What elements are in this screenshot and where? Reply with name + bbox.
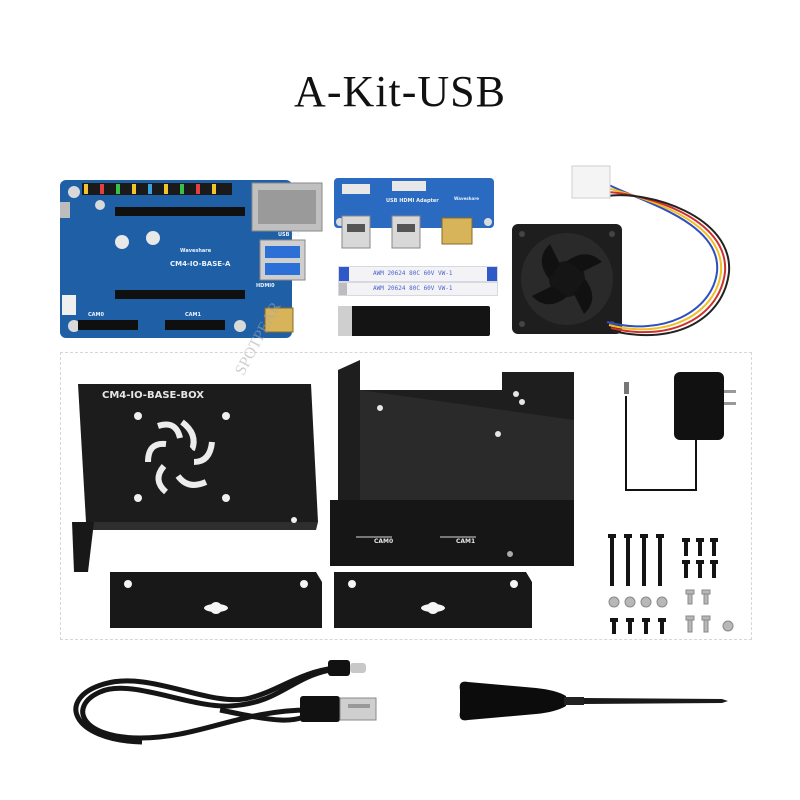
mounting-bracket-left <box>110 572 322 628</box>
ffc-cable-2: AWM 20624 80C 60V VW-1 <box>338 282 498 296</box>
product-title: A-Kit-USB <box>294 67 506 116</box>
fan-icon <box>512 165 731 336</box>
ffc-cable-2-print: AWM 20624 80C 60V VW-1 <box>373 285 453 292</box>
board-cam0-label: CAM0 <box>88 312 104 318</box>
case-body-image <box>330 360 574 566</box>
ffc-cable-1: AWM 20624 80C 60V VW-1 <box>338 266 498 282</box>
mounting-bracket-right <box>334 572 532 628</box>
screw-set <box>600 534 750 640</box>
board-usb-label: USB 1/2 <box>278 232 300 238</box>
case-lid-label: CM4-IO-BASE-BOX <box>102 390 204 401</box>
board-cam1-label: CAM1 <box>185 312 201 318</box>
usb-hdmi-adapter: USB HDMI Adapter Waveshare <box>334 178 494 250</box>
power-adapter-icon <box>624 372 736 491</box>
case-parts-frame <box>60 352 752 640</box>
case-lid-image <box>72 384 318 572</box>
ffc-cable-1-print: AWM 20624 80C 60V VW-1 <box>373 270 453 277</box>
usb-cable-icon <box>73 660 377 745</box>
cooling-fan <box>512 162 757 342</box>
case-body: CAM0 CAM1 <box>330 360 580 572</box>
screwdriver-icon <box>459 681 728 721</box>
adapter-name-label: USB HDMI Adapter <box>386 198 439 204</box>
board-brand-label: Waveshare <box>180 248 212 254</box>
case-lid: CM4-IO-BASE-BOX <box>66 372 326 572</box>
adapter-brand-label: Waveshare <box>454 196 479 201</box>
usb-cable <box>60 648 390 748</box>
base-board-image <box>60 180 323 338</box>
screwdriver <box>456 678 732 724</box>
board-hdmi-label: HDMI0 <box>256 283 275 289</box>
board-name-label: CM4-IO-BASE-A <box>170 260 231 268</box>
base-board: CM4-IO-BASE-A Waveshare USB 1/2 HDMI0 CA… <box>60 180 325 338</box>
ffc-cable-black <box>338 306 490 336</box>
screw-icon <box>608 534 734 634</box>
case-cam1-label: CAM1 <box>456 538 476 545</box>
case-cam0-label: CAM0 <box>374 538 394 545</box>
adapter-image <box>334 178 494 249</box>
power-adapter <box>616 360 746 495</box>
